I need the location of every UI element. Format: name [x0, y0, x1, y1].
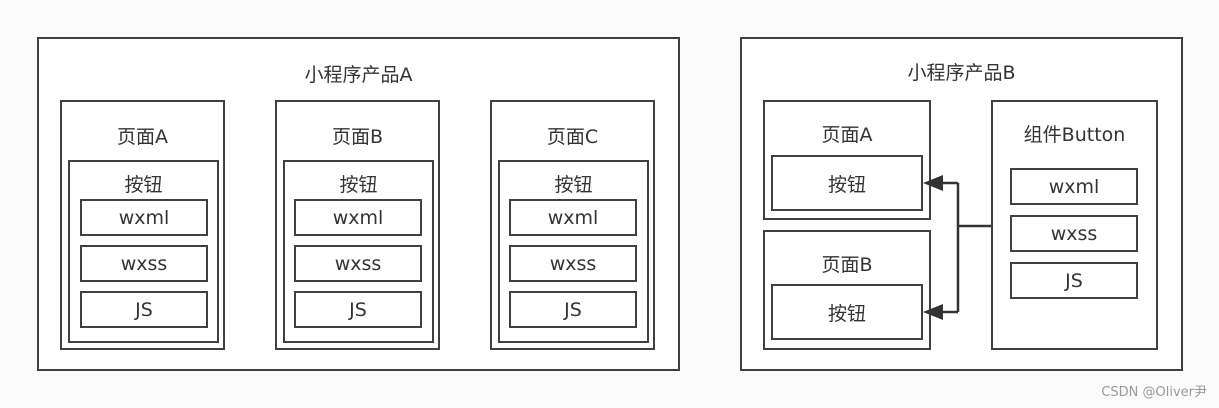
product-a-page-a-title: 页面A: [117, 126, 168, 148]
product-a-page-c-button-label: 按钮: [554, 174, 593, 196]
product-a-page-a-wxml: wxml: [80, 199, 208, 236]
product-b-page-b-title: 页面B: [821, 254, 873, 276]
product-a-title: 小程序产品A: [304, 64, 413, 86]
watermark: CSDN @Oliver尹: [1101, 385, 1207, 400]
product-a-page-a-js: JS: [80, 291, 208, 328]
product-a-page-c-wxml: wxml: [509, 199, 637, 236]
product-b-page-a-title: 页面A: [821, 124, 873, 146]
product-a-page-c-wxss: wxss: [509, 245, 637, 282]
product-b-title: 小程序产品B: [907, 62, 1016, 84]
product-a-page-b-title: 页面B: [331, 126, 384, 148]
product-a-page-b-js: JS: [294, 291, 422, 328]
product-b-page-a-button: 按钮: [771, 155, 923, 211]
component-js: JS: [1010, 262, 1138, 299]
product-a-page-b-button-label: 按钮: [339, 174, 378, 196]
product-a-page-c-title: 页面C: [546, 126, 599, 148]
product-a-page-b-wxss: wxss: [294, 245, 422, 282]
product-a-page-b-wxml: wxml: [294, 199, 422, 236]
product-a-page-a-button-label: 按钮: [124, 174, 163, 196]
component-wxml: wxml: [1010, 168, 1138, 205]
product-b-page-b-button: 按钮: [771, 284, 923, 340]
component-button-title: 组件Button: [1023, 124, 1126, 146]
product-a-page-c-js: JS: [509, 291, 637, 328]
component-wxss: wxss: [1010, 215, 1138, 252]
product-a-page-a-wxss: wxss: [80, 245, 208, 282]
